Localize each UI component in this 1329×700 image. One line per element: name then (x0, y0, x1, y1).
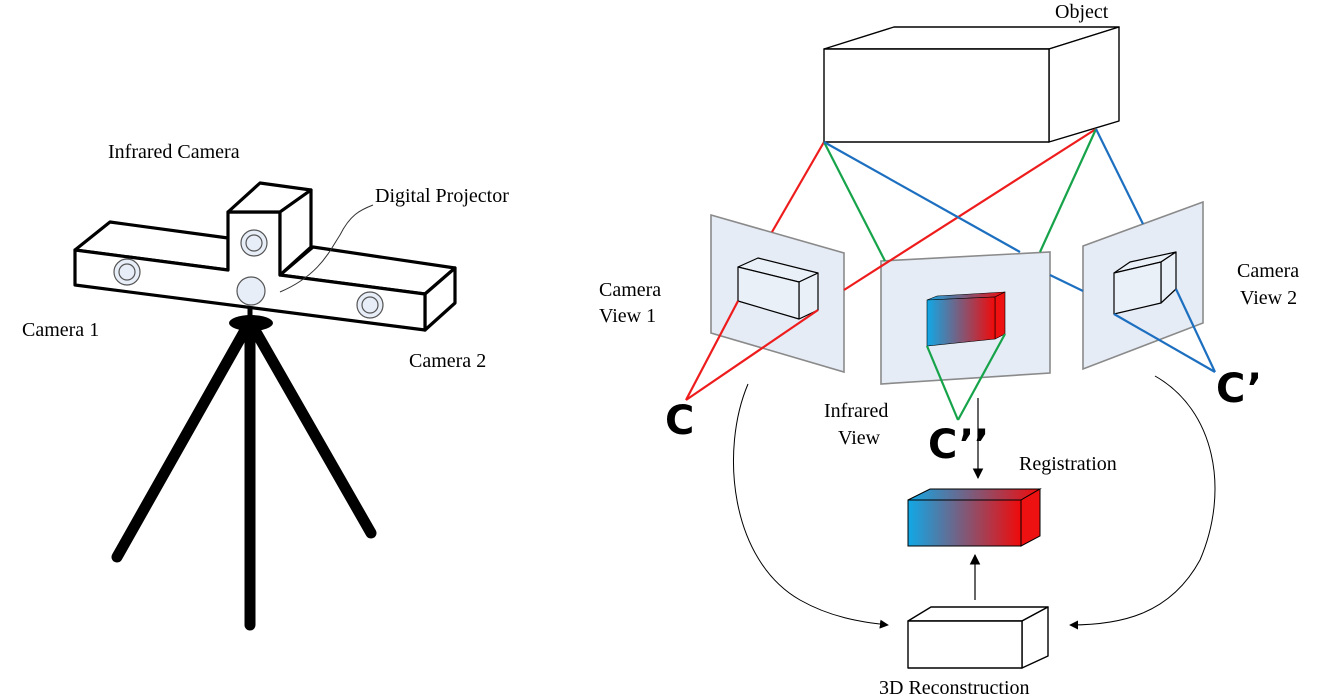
tripod-leg-right (246, 319, 377, 539)
camera-2-lens-icon (356, 291, 384, 319)
label-infrared-view-line1: Infrared (824, 400, 888, 422)
tripod-leg-left (111, 319, 254, 563)
projector-lens-icon (236, 276, 266, 306)
arrow-view1-to-reconstruction (733, 383, 889, 629)
reconstruction-box (907, 606, 1049, 669)
registered-model-box (907, 488, 1042, 547)
camera-1-lens-icon (113, 258, 141, 286)
infrared-view-object-projection (926, 291, 1006, 347)
camera-view-2-object-projection (1113, 251, 1177, 315)
label-digital-projector: Digital Projector (375, 185, 509, 207)
projector-leader-line (279, 204, 374, 293)
ray-red-to-c-1 (685, 300, 739, 401)
ray-blue-object-left (823, 141, 1021, 253)
label-camera-2: Camera 2 (409, 350, 486, 372)
rgbd-device-illustration: Infrared Camera Digital Projector Camera… (22, 141, 509, 631)
label-infrared-view-line2: View (838, 427, 881, 449)
tripod-mount (229, 315, 273, 331)
camera-center-c-double-prime: C’’ (928, 422, 989, 468)
label-camera-view-2-line1: Camera (1237, 260, 1299, 282)
tripod (111, 305, 377, 631)
label-registration: Registration (1019, 453, 1117, 475)
ray-blue-between-planes (1049, 274, 1084, 292)
label-object: Object (1055, 1, 1109, 23)
ray-red-object-to-view1-far (843, 128, 1097, 291)
ray-green-to-c2-2 (957, 333, 1006, 421)
camera-center-c-prime: C’ (1216, 366, 1262, 412)
ray-green-object-right (1038, 128, 1098, 253)
label-camera-view-1-line1: Camera (599, 279, 661, 301)
ray-blue-to-c-prime-2 (1175, 288, 1216, 373)
ray-blue-to-c-prime-1 (1113, 313, 1216, 373)
label-camera-1: Camera 1 (22, 319, 99, 341)
label-3d-reconstruction: 3D Reconstruction (879, 677, 1030, 699)
camera-center-c: C (665, 398, 694, 444)
label-camera-view-2-line2: View 2 (1240, 287, 1297, 309)
ir-block-side (278, 188, 313, 277)
ray-blue-object-right (1095, 128, 1144, 225)
camera-view-1-object-projection (737, 257, 819, 320)
reconstruction-pipeline: Object (599, 1, 1299, 699)
object-box (823, 26, 1120, 143)
ray-green-to-c2-1 (925, 345, 960, 421)
infrared-camera-lens-icon (240, 229, 268, 257)
arrow-view2-to-reconstruction (1069, 375, 1216, 630)
ray-green-object-left (823, 141, 886, 262)
ray-red-to-c-2 (685, 309, 819, 401)
label-camera-view-1-line2: View 1 (599, 305, 656, 327)
label-infrared-camera: Infrared Camera (108, 141, 240, 163)
ray-red-object-to-view1 (771, 141, 825, 233)
object-front (823, 48, 1050, 143)
